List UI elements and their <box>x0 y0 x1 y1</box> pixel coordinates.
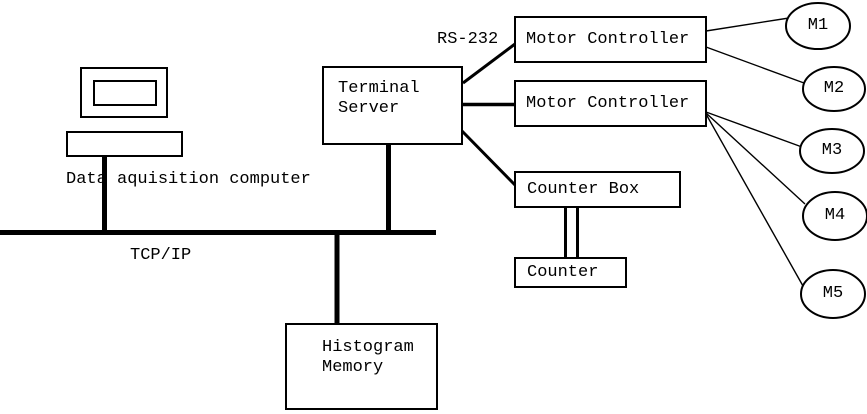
motor-controller-2-node: Motor Controller <box>514 80 707 127</box>
line-mc2-to-m5 <box>705 113 804 287</box>
tcp-ip-bus-label: TCP/IP <box>130 246 192 265</box>
counter-node: Counter <box>514 257 627 288</box>
counter-label: Counter <box>527 263 599 282</box>
motor-m2-label: M2 <box>823 79 845 98</box>
data-acquisition-computer-label: Data aquisition computer <box>66 170 311 189</box>
computer-screen-icon <box>93 80 157 106</box>
histogram-memory-label-line1: Histogram <box>322 338 414 357</box>
motor-m4-label: M4 <box>824 206 846 225</box>
motor-controller-2-label: Motor Controller <box>526 94 690 113</box>
computer-keyboard-icon <box>66 131 183 157</box>
line-to-counter-box <box>460 129 517 187</box>
line-mc1-to-m2 <box>705 46 805 84</box>
motor-m5-label: M5 <box>822 284 844 303</box>
counter-box-label: Counter Box <box>527 180 640 199</box>
motor-controller-1-label: Motor Controller <box>526 30 690 49</box>
line-mc2-to-m4 <box>705 112 806 205</box>
line-mc1-to-m1 <box>705 17 790 32</box>
rs-232-link-label: RS-232 <box>437 30 499 49</box>
motor-m1-label: M1 <box>807 16 829 35</box>
terminal-server-label-line2: Server <box>338 99 400 118</box>
line-mc2-to-m3 <box>705 111 803 148</box>
histogram-memory-node: Histogram Memory <box>285 323 438 410</box>
terminal-server-node: Terminal Server <box>322 66 463 145</box>
motor-controller-1-node: Motor Controller <box>514 16 707 63</box>
histogram-memory-label-line2: Memory <box>322 358 384 377</box>
counter-box-node: Counter Box <box>514 171 681 208</box>
terminal-server-label-line1: Terminal <box>338 79 420 98</box>
motor-m3-label: M3 <box>821 141 843 160</box>
